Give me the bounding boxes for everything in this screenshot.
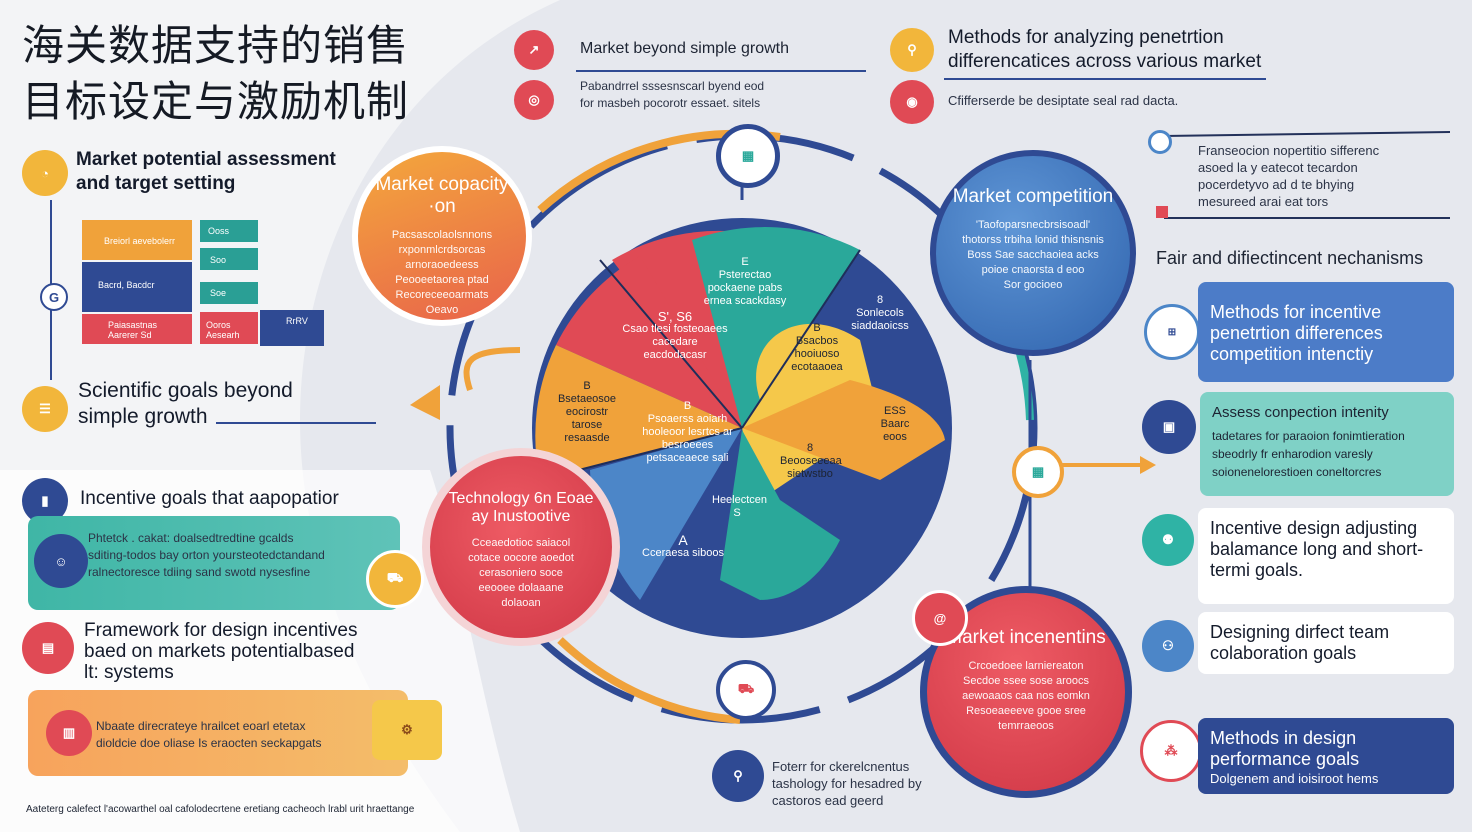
- swirl-icon: @: [912, 590, 968, 646]
- methods-incentive-box: Methods for incentive penetrtion differe…: [1198, 282, 1454, 382]
- growth-rule: [576, 70, 866, 72]
- market-potential-heading: Market potential assessment and target s…: [76, 149, 336, 194]
- people-icon: ☺: [34, 534, 88, 588]
- growth-body: Pabandrrel sssesnscarl byend eod for mas…: [580, 79, 765, 110]
- arrow-line: [216, 422, 376, 424]
- truck-icon: ⛟: [366, 550, 424, 608]
- framework-heading: Framework for design incentives baed on …: [84, 620, 358, 683]
- goals-icon: ☰: [22, 386, 68, 432]
- bottom-caption: Foterr for ckerelcnentus tashology for h…: [772, 759, 922, 808]
- table-cell: Soo: [210, 255, 227, 265]
- incentive-goals-body: Phtetck . cakat: doalsedtredtine gcalds …: [88, 531, 325, 579]
- analysis-icon: ⚲: [890, 28, 934, 72]
- table-cell: Breiorl aevebolerr: [104, 236, 176, 246]
- molecule-icon: ⁂: [1140, 720, 1202, 782]
- table-cell: Ooss: [208, 226, 230, 236]
- step-marker: G: [40, 283, 68, 311]
- framework-panel: ▥ Nbaate direcrateye hrailcet eoarl etet…: [28, 690, 408, 776]
- methods-body: Cfifferserde be desiptate seal rad dacta…: [948, 93, 1179, 108]
- table-cell: Ooros Aesearh: [206, 320, 240, 340]
- market-competition-bubble: Market competition 'Taofoparsnecbrsisoad…: [930, 150, 1136, 356]
- team-icon: ⚉: [1142, 514, 1194, 566]
- person-icon: ⚲: [712, 750, 764, 802]
- table-cell: RrRV: [286, 316, 308, 326]
- team-goals-box: Designing dirfect team colaboration goal…: [1198, 612, 1454, 674]
- ledger-icon: ▦: [1012, 446, 1064, 498]
- technology-bubble: Technology 6n Eoae ay Inustootive Cceaed…: [422, 448, 620, 646]
- footer-note: Aateterg calefect l'acowarthel oal cafol…: [26, 804, 415, 815]
- table-cell: Paiasastnas Aarerer Sd: [108, 320, 158, 340]
- calculator-icon: ▦: [716, 124, 780, 188]
- methods-rule: [944, 78, 1266, 80]
- chart-icon: ◔: [22, 150, 68, 196]
- puzzle-icon: ⊞: [1144, 304, 1200, 360]
- incentive-goals-heading: Incentive goals that aapopatior: [80, 488, 339, 509]
- factory-icon: ⚙: [372, 700, 442, 760]
- document-icon: ▤: [22, 622, 74, 674]
- scientific-goals-heading: Scientific goals beyond simple growth: [78, 379, 293, 428]
- target-icon: ◉: [890, 80, 934, 124]
- performance-goals-box: Methods in design performance goals Dolg…: [1198, 718, 1454, 794]
- table-cell: Soe: [210, 288, 227, 298]
- square-marker: [1156, 206, 1168, 218]
- methods-heading: Methods for analyzing penetrtion differe…: [948, 27, 1262, 72]
- cube-icon: ▣: [1142, 400, 1196, 454]
- coins-icon: ◎: [514, 80, 554, 120]
- mini-table-chart: Breiorl aevebolerr Ooss Bacrd, Bacdcr So…: [78, 210, 328, 352]
- fair-mechanisms-heading: Fair and difiectincent nechanisms: [1156, 248, 1424, 268]
- clipboard-icon: ▥: [46, 710, 92, 756]
- table-cell: Bacrd, Bacdcr: [98, 280, 155, 290]
- growth-heading: Market beyond simple growth: [580, 40, 789, 57]
- collaboration-icon: ⚇: [1142, 620, 1194, 672]
- incentive-design-box: Incentive design adjusting balamance lon…: [1198, 508, 1454, 604]
- assess-competition-box: Assess conpection intenity tadetares for…: [1200, 392, 1454, 496]
- incentive-goals-panel: ☺ Phtetck . cakat: doalsedtredtine gcald…: [28, 516, 400, 610]
- dot-icon: [1148, 130, 1172, 154]
- framework-body: Nbaate direcrateye hrailcet eoarl etetax…: [96, 719, 322, 750]
- page-title: 海关数据支持的销售 目标设定与激励机制: [22, 22, 410, 125]
- market-incentives-bubble: Market incenentins Crcoedoee larniereato…: [920, 586, 1132, 798]
- growth-icon: ↗: [514, 30, 554, 70]
- truck-mini-icon: ⛟: [716, 660, 776, 720]
